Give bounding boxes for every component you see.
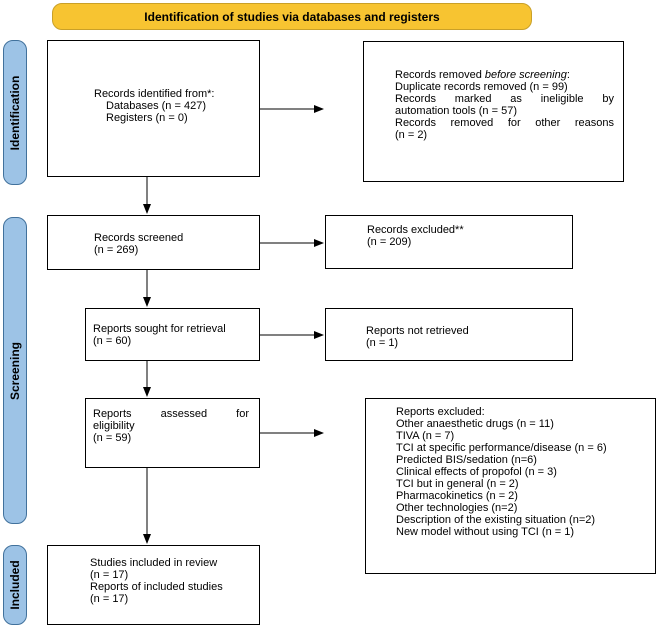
records-excluded-count: (n = 209) <box>367 236 412 248</box>
databases-count: Databases (n = 427) <box>106 100 206 112</box>
studies-included-count: (n = 17) <box>90 569 129 581</box>
flow-header: Identification of studies via databases … <box>52 3 532 30</box>
exclusion-reason: TIVA (n = 7) <box>396 430 455 442</box>
other-reasons-line-2: (n = 2) <box>395 129 428 141</box>
records-excluded-title: Records excluded** <box>367 224 464 236</box>
records-removed-title: Records removed before screening: <box>395 69 570 81</box>
exclusion-reason: TCI but in general (n = 2) <box>396 478 519 490</box>
records-screened-title: Records screened <box>94 232 184 244</box>
duplicates-removed: Duplicate records removed (n = 99) <box>395 81 568 93</box>
phase-identification: Identification <box>3 40 27 185</box>
reports-included-count: (n = 17) <box>90 593 129 605</box>
reports-not-retrieved-box: Reports not retrieved (n = 1) <box>325 308 573 361</box>
records-identified-title: Records identified from*: <box>94 88 215 100</box>
reports-sought-count: (n = 60) <box>93 335 132 347</box>
reports-assessed-count: (n = 59) <box>93 432 132 444</box>
studies-included-box: Studies included in review (n = 17) Repo… <box>47 545 260 625</box>
ineligible-line-2: automation tools (n = 57) <box>395 105 517 117</box>
exclusion-reason: Clinical effects of propofol (n = 3) <box>396 466 557 478</box>
studies-included-title: Studies included in review <box>90 557 218 569</box>
phase-included: Included <box>3 545 27 625</box>
phase-screening: Screening <box>3 217 27 524</box>
records-screened-box: Records screened (n = 269) <box>47 215 260 270</box>
exclusion-reason: Other technologies (n=2) <box>396 502 518 514</box>
records-excluded-box: Records excluded** (n = 209) <box>325 215 573 269</box>
reports-sought-box: Reports sought for retrieval (n = 60) <box>85 308 260 361</box>
reports-assessed-line-2: eligibility <box>93 420 135 432</box>
reports-included-title: Reports of included studies <box>90 581 223 593</box>
reports-excluded-title: Reports excluded: <box>396 406 485 418</box>
exclusion-reason: Predicted BIS/sedation (n=6) <box>396 454 537 466</box>
reports-not-retrieved-title: Reports not retrieved <box>366 325 469 337</box>
exclusion-reason: Other anaesthetic drugs (n = 11) <box>396 418 554 430</box>
exclusion-reason: Pharmacokinetics (n = 2) <box>396 490 518 502</box>
records-removed-box: Records removed before screening: Duplic… <box>363 41 624 182</box>
reports-not-retrieved-count: (n = 1) <box>366 337 399 349</box>
reports-sought-title: Reports sought for retrieval <box>93 323 226 335</box>
exclusion-reason: TCI at specific performance/disease (n =… <box>396 442 607 454</box>
records-screened-count: (n = 269) <box>94 244 139 256</box>
registers-count: Registers (n = 0) <box>106 112 188 124</box>
exclusion-reason: Description of the existing situation (n… <box>396 514 596 526</box>
records-identified-box: Records identified from*: Databases (n =… <box>47 40 260 177</box>
exclusion-reason: New model without using TCI (n = 1) <box>396 526 575 538</box>
reports-excluded-box: Reports excluded: Other anaesthetic drug… <box>365 398 656 574</box>
